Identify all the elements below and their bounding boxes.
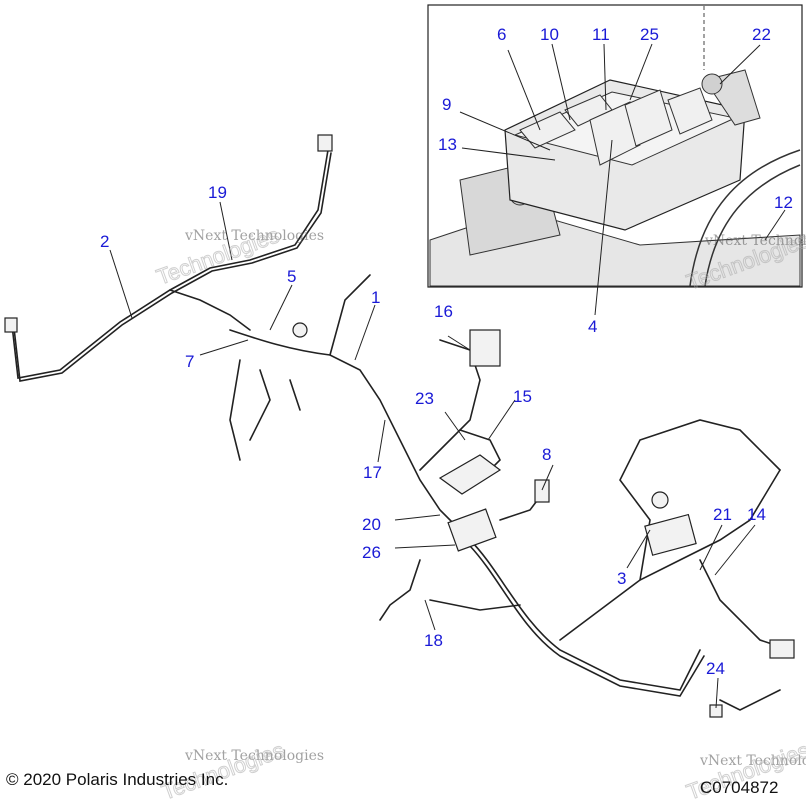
watermark-text: vNext Technologies bbox=[704, 233, 806, 249]
callout-22: 22 bbox=[752, 25, 771, 44]
copyright-text: © 2020 Polaris Industries Inc. bbox=[6, 770, 229, 789]
callout-20: 20 bbox=[362, 515, 381, 534]
wire-harness bbox=[11, 149, 791, 711]
watermark-text: vNext Technologies bbox=[184, 228, 324, 244]
callout-3: 3 bbox=[617, 569, 626, 588]
callout-16: 16 bbox=[434, 302, 453, 321]
callout-14: 14 bbox=[747, 505, 766, 524]
callout-10: 10 bbox=[540, 25, 559, 44]
callout-24: 24 bbox=[706, 659, 725, 678]
callout-25: 25 bbox=[640, 25, 659, 44]
callout-9: 9 bbox=[442, 95, 451, 114]
callout-26: 26 bbox=[362, 543, 381, 562]
callout-6: 6 bbox=[497, 25, 506, 44]
inset-detail bbox=[427, 4, 803, 288]
callout-13: 13 bbox=[438, 135, 457, 154]
callout-7: 7 bbox=[185, 352, 194, 371]
components bbox=[4, 134, 795, 718]
callout-5: 5 bbox=[287, 267, 296, 286]
callout-labels: 6 10 11 25 22 9 13 12 4 2 19 5 7 1 16 23… bbox=[100, 25, 793, 678]
drawing-number: C0704872 bbox=[700, 778, 779, 797]
callout-15: 15 bbox=[513, 387, 532, 406]
watermark-text: vNext Technologies bbox=[699, 753, 806, 769]
callout-4: 4 bbox=[588, 317, 597, 336]
callout-8: 8 bbox=[542, 445, 551, 464]
callout-1: 1 bbox=[371, 288, 380, 307]
callout-2: 2 bbox=[100, 232, 109, 251]
leader-lines bbox=[109, 43, 786, 709]
callout-17: 17 bbox=[363, 463, 382, 482]
callout-11: 11 bbox=[592, 25, 610, 44]
callout-21: 21 bbox=[713, 505, 732, 524]
callout-12: 12 bbox=[774, 193, 793, 212]
callout-23: 23 bbox=[415, 389, 434, 408]
watermark-text: vNext Technologies bbox=[184, 748, 324, 764]
callout-18: 18 bbox=[424, 631, 443, 650]
callout-19: 19 bbox=[208, 183, 227, 202]
